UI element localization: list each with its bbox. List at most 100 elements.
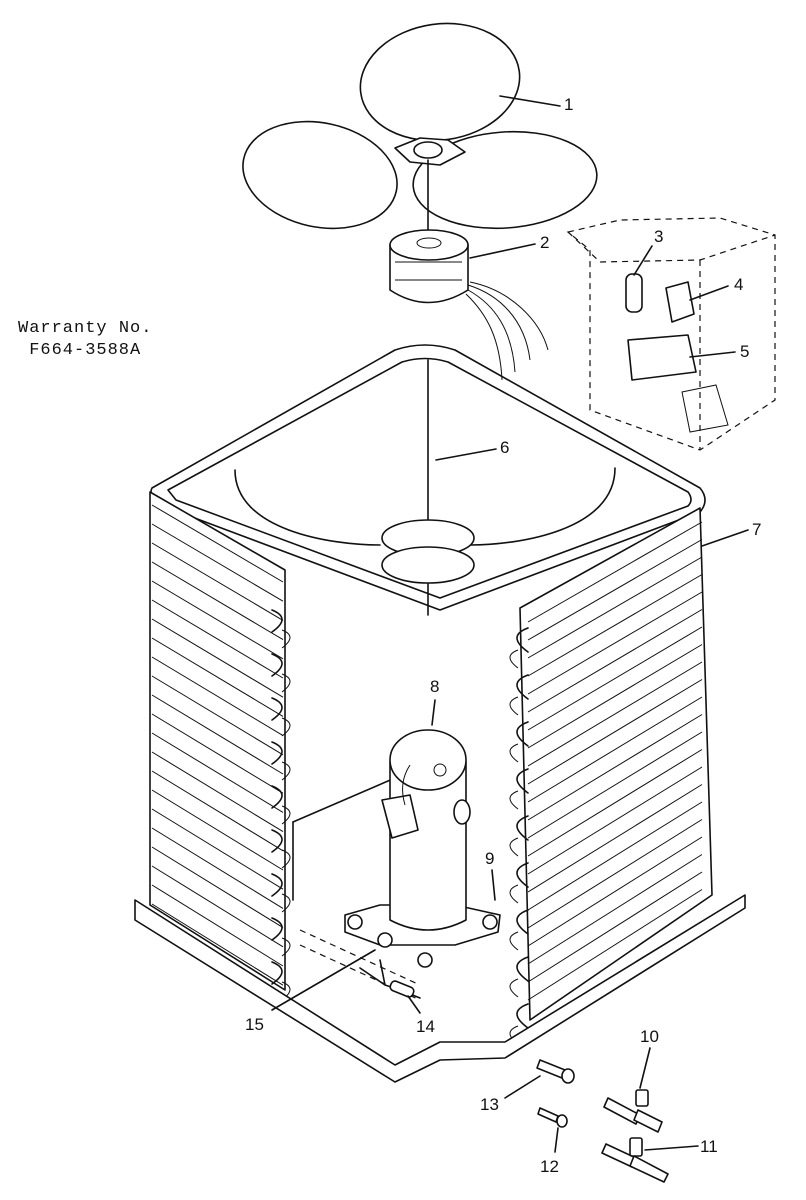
leader-lines — [271, 95, 749, 1153]
tube-bend — [516, 674, 529, 700]
callout-9: 9 — [485, 849, 494, 868]
coil-fin — [151, 808, 284, 890]
coil-fin — [527, 889, 703, 1001]
coil-fin — [527, 836, 703, 947]
coil-fin — [151, 903, 284, 986]
tube-bend — [509, 649, 519, 669]
callout-13: 13 — [480, 1095, 499, 1114]
coil-left-fins — [151, 504, 284, 986]
coil-fin — [527, 574, 703, 677]
tube-bend — [271, 917, 283, 941]
coil-fin — [527, 661, 703, 767]
coil-fin — [527, 539, 703, 641]
warranty-line-2: F664-3588A — [29, 341, 142, 360]
control-box — [566, 217, 776, 451]
tube-bend — [509, 837, 519, 857]
callout-labels: 1 2 3 4 5 6 7 8 9 10 11 12 13 14 15 — [245, 95, 761, 1176]
coil-fin — [151, 504, 284, 583]
compressor — [344, 729, 501, 968]
coil-fin — [527, 819, 703, 929]
tube-bend — [271, 829, 283, 853]
coil-fin — [151, 846, 284, 929]
tube-bend — [281, 893, 291, 913]
fitting — [536, 1059, 575, 1084]
coil-fin — [151, 637, 284, 717]
coil-fin — [527, 696, 703, 803]
tube-bend — [516, 956, 529, 982]
coil-fin — [151, 542, 284, 621]
coil-fin — [527, 801, 703, 911]
coil-fin — [527, 854, 703, 965]
tube-bend — [271, 961, 283, 985]
tube-bend — [509, 978, 519, 998]
tube-bend — [509, 743, 519, 763]
coil-fin — [151, 865, 284, 948]
tube-bend — [516, 1003, 529, 1029]
coil-fin — [151, 770, 284, 852]
tube-bend — [281, 805, 291, 825]
coil-fin — [527, 644, 703, 749]
fan-blade — [242, 22, 598, 236]
tube-bend — [281, 937, 291, 957]
warranty-label: Warranty No. F664-3588A — [18, 318, 152, 362]
tube-bend — [516, 815, 529, 841]
coil-fin — [151, 523, 284, 602]
coil-fin — [151, 713, 284, 794]
coil-tube-bends-right — [509, 627, 529, 1045]
tube-bend — [516, 721, 529, 747]
valve-core — [537, 1107, 568, 1128]
tube-bend — [271, 653, 283, 677]
coil-fin — [151, 884, 284, 967]
coil-fin — [151, 618, 284, 698]
tube-bend — [516, 909, 529, 935]
tube-bend — [516, 768, 529, 794]
callout-14: 14 — [416, 1017, 435, 1036]
coil-fin — [527, 679, 703, 785]
coil-fin — [151, 827, 284, 909]
base-pan — [134, 777, 746, 1083]
coil-fin — [527, 766, 703, 875]
coil-fin — [151, 694, 284, 775]
tube-bend — [516, 862, 529, 888]
coil-top-frame — [150, 344, 706, 616]
condenser-coil-left — [149, 491, 286, 991]
coil-tube-bends-left — [271, 609, 291, 1001]
coil-fin — [527, 626, 703, 731]
coil-fin — [527, 749, 703, 857]
tube-bend — [281, 673, 291, 693]
tube-bend — [271, 697, 283, 721]
callout-2: 2 — [540, 233, 549, 252]
coil-fin — [151, 789, 284, 871]
condenser-coil-right — [519, 507, 713, 1021]
tube-bend — [281, 629, 291, 649]
tube-bend — [509, 790, 519, 810]
callout-11: 11 — [700, 1137, 718, 1156]
coil-fin — [527, 521, 703, 623]
coil-fin — [151, 580, 284, 660]
tube-bend — [281, 761, 291, 781]
fan-motor — [389, 229, 549, 381]
tube-bend — [281, 849, 291, 869]
service-valve-10 — [603, 1089, 663, 1133]
tube-bend — [271, 609, 283, 633]
coil-fin — [527, 556, 703, 659]
warranty-line-1: Warranty No. — [18, 319, 153, 338]
tube-bend — [271, 785, 283, 809]
coil-fin — [151, 751, 284, 833]
callout-1: 1 — [564, 95, 573, 114]
tube-bend — [509, 884, 519, 904]
coil-fin — [527, 784, 703, 893]
tube-bend — [509, 931, 519, 951]
tube-bend — [516, 627, 529, 653]
callout-3: 3 — [654, 227, 663, 246]
coil-fin — [527, 731, 703, 839]
callout-8: 8 — [430, 677, 439, 696]
coil-fin — [151, 732, 284, 813]
callout-5: 5 — [740, 342, 749, 361]
callout-6: 6 — [500, 438, 509, 457]
filter-drier — [359, 959, 421, 999]
callout-7: 7 — [752, 520, 761, 539]
tube-bend — [509, 696, 519, 716]
callout-10: 10 — [640, 1027, 659, 1046]
